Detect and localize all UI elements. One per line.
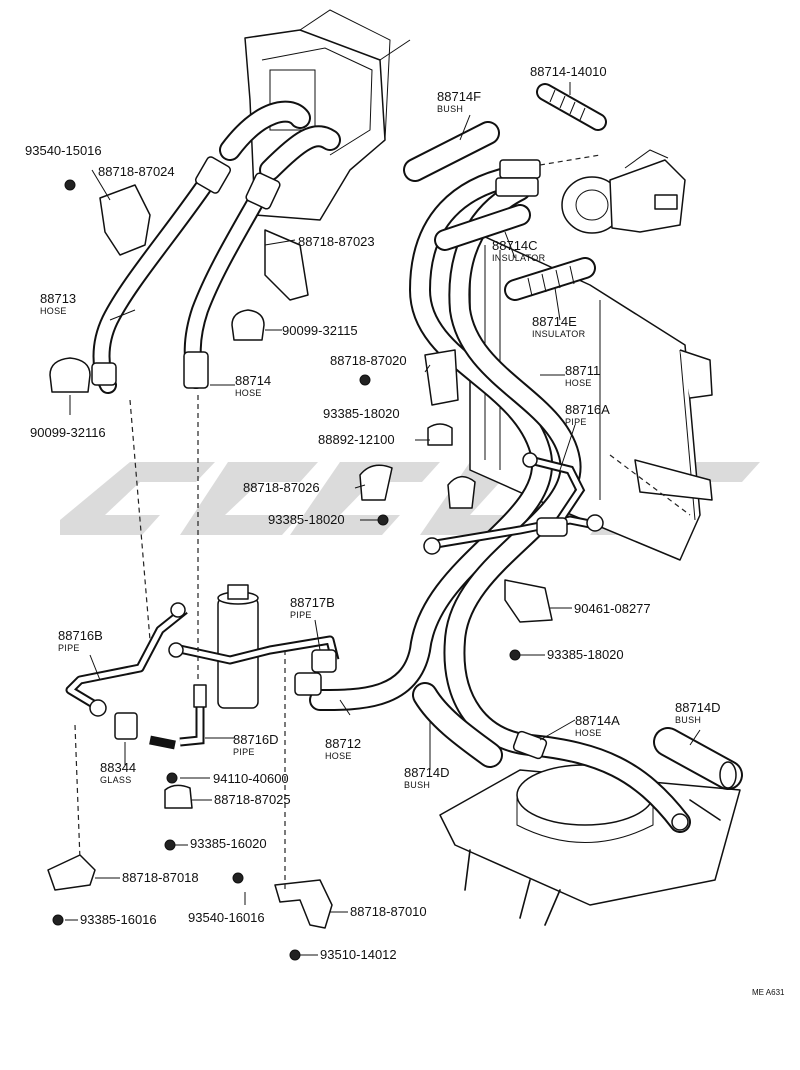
- label-94110-40600: 94110-40600: [213, 771, 289, 786]
- clamp-90461-08277: [504, 579, 553, 623]
- label-93540-15016: 93540-15016: [25, 143, 102, 158]
- bush-88714D-right: [653, 727, 743, 790]
- label-88714D-right-desc: BUSH: [675, 715, 701, 725]
- label-88713: 88713: [40, 291, 76, 306]
- clamp-condenser: [447, 476, 476, 509]
- label-88716B-desc: PIPE: [58, 643, 80, 653]
- bracket-88718-87018: [47, 854, 96, 891]
- label-88714D-right: 88714D: [675, 700, 721, 715]
- bracket-88718-87024: [99, 184, 151, 256]
- condenser: [469, 229, 713, 561]
- bolts: [52, 179, 521, 961]
- label-88714-desc: HOSE: [235, 388, 262, 398]
- label-88718-87020: 88718-87020: [330, 353, 407, 368]
- grommet-90099-32115: [231, 309, 265, 341]
- label-88718-87026: 88718-87026: [243, 480, 320, 495]
- label-90461-08277: 90461-08277: [574, 601, 651, 616]
- label-88714-14010: 88714-14010: [530, 64, 607, 79]
- label-88718-87023: 88718-87023: [298, 234, 375, 249]
- label-88718-87024: 88718-87024: [98, 164, 175, 179]
- label-88711-desc: HOSE: [565, 378, 592, 388]
- bracket-88718-87010: [274, 879, 333, 929]
- label-90099-32116: 90099-32116: [30, 425, 106, 440]
- bracket-88718-87023: [264, 229, 309, 301]
- label-88714: 88714: [235, 373, 271, 388]
- fittings: [89, 156, 689, 831]
- label-93385-16016: 93385-16016: [80, 912, 157, 927]
- label-93510-14012: 93510-14012: [320, 947, 397, 962]
- clamp-88718-87026: [359, 464, 393, 501]
- label-88714A: 88714A: [575, 713, 620, 728]
- label-88716B: 88716B: [58, 628, 103, 643]
- label-88718-87010: 88718-87010: [350, 904, 427, 919]
- label-88714E-desc: INSULATOR: [532, 329, 586, 339]
- insulator-88714E: [504, 257, 596, 301]
- label-93385-18020-a: 93385-18020: [323, 406, 400, 421]
- receiver-dryer: [217, 584, 259, 709]
- clamp-88892-12100: [427, 423, 453, 446]
- label-88717B-desc: PIPE: [290, 610, 312, 620]
- label-90099-32115: 90099-32115: [282, 323, 358, 338]
- label-88716D: 88716D: [233, 732, 279, 747]
- clamp-88718-87025: [164, 784, 193, 809]
- label-88714D-left: 88714D: [404, 765, 450, 780]
- label-88714E: 88714E: [532, 314, 577, 329]
- label-88714F: 88714F: [437, 89, 481, 104]
- label-88716A: 88716A: [565, 402, 610, 417]
- label-88714A-desc: HOSE: [575, 728, 602, 738]
- label-88714C-desc: INSULATOR: [492, 253, 546, 263]
- label-88344: 88344: [100, 760, 136, 775]
- insulator-88714-14010: [536, 83, 607, 131]
- reference-lines: [74, 154, 691, 890]
- bush-88714F: [403, 121, 500, 182]
- diagram-code: ME A631: [752, 988, 785, 997]
- label-88716D-desc: PIPE: [233, 747, 255, 757]
- label-93385-18020-c: 93385-18020: [547, 647, 624, 662]
- compressor: [561, 149, 686, 234]
- hardware: [47, 179, 553, 961]
- label-88716A-desc: PIPE: [565, 417, 587, 427]
- label-88344-desc: GLASS: [100, 775, 132, 785]
- bushes: [403, 83, 743, 790]
- label-88713-desc: HOSE: [40, 306, 67, 316]
- label-88712: 88712: [325, 736, 361, 751]
- label-93385-16020: 93385-16020: [190, 836, 267, 851]
- part-labels: 93540-15016 88718-87024 88713 HOSE 90099…: [25, 64, 785, 997]
- clamp-88718-87020: [424, 349, 459, 406]
- label-88718-87018: 88718-87018: [122, 870, 199, 885]
- label-88714C: 88714C: [492, 238, 538, 253]
- label-88714F-desc: BUSH: [437, 104, 463, 114]
- label-88711: 88711: [565, 363, 600, 378]
- label-93540-16016: 93540-16016: [188, 910, 265, 925]
- label-88718-87025: 88718-87025: [214, 792, 291, 807]
- cooling-unit: [439, 764, 741, 926]
- label-88714D-left-desc: BUSH: [404, 780, 430, 790]
- insulator-88714C: [434, 204, 531, 251]
- label-93385-18020-b: 93385-18020: [268, 512, 345, 527]
- label-88712-desc: HOSE: [325, 751, 352, 761]
- label-88717B: 88717B: [290, 595, 335, 610]
- leader-lines: [65, 82, 701, 956]
- grommet-90099-32116: [49, 357, 91, 393]
- label-88892-12100: 88892-12100: [318, 432, 395, 447]
